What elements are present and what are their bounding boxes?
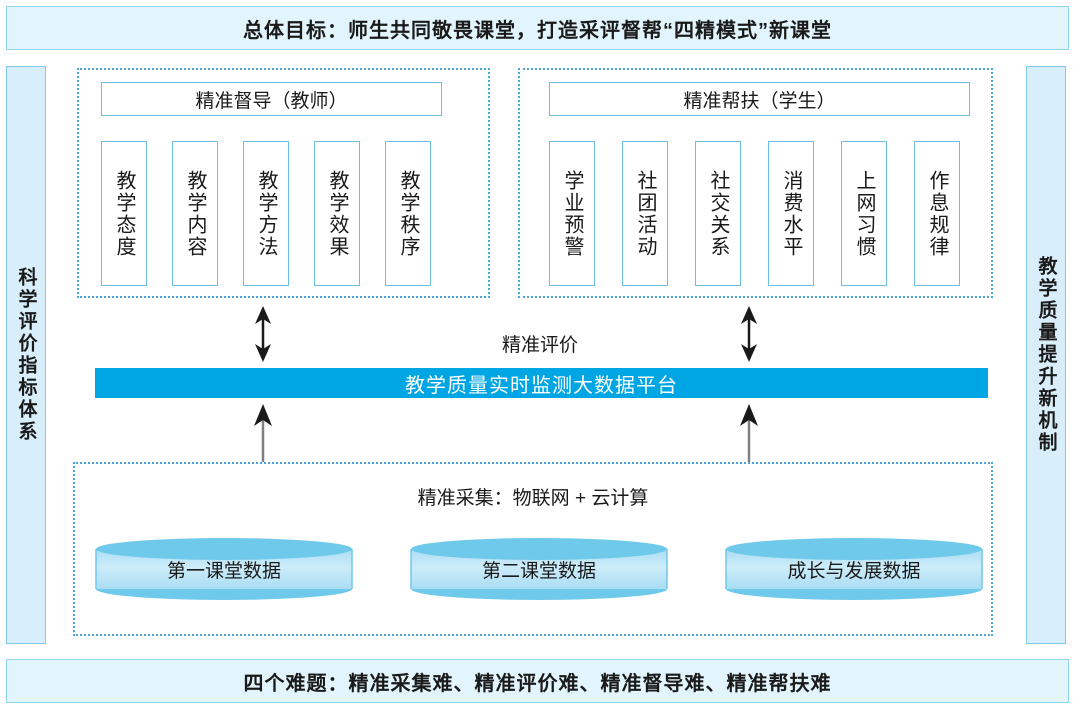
teacher-item-label-4: 教学效果 bbox=[326, 169, 348, 258]
precise-collection-label: 精准采集：物联网 + 云计算 bbox=[417, 488, 649, 509]
overall-goal-text: 总体目标：师生共同敬畏课堂，打造采评督帮“四精模式”新课堂 bbox=[243, 19, 832, 42]
cylinder-shape-3 bbox=[725, 538, 983, 600]
teacher-item-box-2: 教学内容 bbox=[172, 141, 218, 286]
teacher-item-box-3: 教学方法 bbox=[243, 141, 289, 286]
precise-evaluation-label: 精准评价 bbox=[501, 335, 578, 356]
teacher-item-label-2: 教学内容 bbox=[184, 169, 206, 258]
precise-collection-caption: 精准采集：物联网 + 云计算 bbox=[73, 483, 993, 510]
teacher-item-label-5: 教学秩序 bbox=[397, 169, 419, 258]
cylinder-shape-2 bbox=[410, 538, 668, 600]
four-challenges-banner: 四个难题：精准采集难、精准评价难、精准督导难、精准帮扶难 bbox=[6, 659, 1069, 703]
four-challenges-text: 四个难题：精准采集难、精准评价难、精准督导难、精准帮扶难 bbox=[243, 672, 832, 695]
student-item-box-2: 社团活动 bbox=[622, 141, 668, 286]
student-item-box-6: 作息规律 bbox=[914, 141, 960, 286]
database-cylinder-2: 第二课堂数据 bbox=[410, 538, 668, 600]
student-item-label-2: 社团活动 bbox=[634, 169, 656, 258]
teacher-item-box-1: 教学态度 bbox=[101, 141, 147, 286]
teacher-item-box-5: 教学秩序 bbox=[385, 141, 431, 286]
double-arrow-teacher-to-platform bbox=[255, 306, 271, 362]
precise-evaluation-caption: 精准评价 bbox=[0, 330, 1080, 357]
teacher-item-box-4: 教学效果 bbox=[314, 141, 360, 286]
right-rail-quality-improvement-mechanism: 教学质量提升新机制 bbox=[1026, 66, 1066, 644]
bigdata-platform-label: 教学质量实时监测大数据平台 bbox=[405, 374, 678, 397]
student-item-box-4: 消费水平 bbox=[768, 141, 814, 286]
cylinder-shape-1 bbox=[95, 538, 353, 600]
student-item-label-4: 消费水平 bbox=[780, 169, 802, 258]
database-cylinder-3: 成长与发展数据 bbox=[725, 538, 983, 600]
student-item-label-1: 学业预警 bbox=[561, 169, 583, 258]
right-rail-label: 教学质量提升新机制 bbox=[1035, 256, 1057, 454]
left-rail-label: 科学评价指标体系 bbox=[15, 267, 37, 443]
student-item-box-1: 学业预警 bbox=[549, 141, 595, 286]
student-item-label-6: 作息规律 bbox=[926, 169, 948, 258]
student-panel-header: 精准帮扶（学生） bbox=[549, 82, 970, 116]
double-arrow-student-to-platform bbox=[741, 306, 757, 362]
bigdata-platform-bar: 教学质量实时监测大数据平台 bbox=[95, 368, 988, 398]
teacher-panel-header: 精准督导（教师） bbox=[101, 82, 442, 116]
student-item-label-3: 社交关系 bbox=[707, 169, 729, 258]
student-item-box-5: 上网习惯 bbox=[841, 141, 887, 286]
teacher-item-label-3: 教学方法 bbox=[255, 169, 277, 258]
up-arrow-collection-to-platform-left bbox=[254, 404, 272, 462]
student-item-box-3: 社交关系 bbox=[695, 141, 741, 286]
teacher-panel-header-label: 精准督导（教师） bbox=[195, 90, 348, 112]
left-rail-evaluation-index-system: 科学评价指标体系 bbox=[6, 66, 46, 644]
student-panel-header-label: 精准帮扶（学生） bbox=[683, 90, 836, 112]
up-arrow-collection-to-platform-right bbox=[740, 404, 758, 462]
student-item-label-5: 上网习惯 bbox=[853, 169, 875, 258]
database-cylinder-1: 第一课堂数据 bbox=[95, 538, 353, 600]
teacher-item-label-1: 教学态度 bbox=[113, 169, 135, 258]
overall-goal-banner: 总体目标：师生共同敬畏课堂，打造采评督帮“四精模式”新课堂 bbox=[6, 6, 1069, 50]
